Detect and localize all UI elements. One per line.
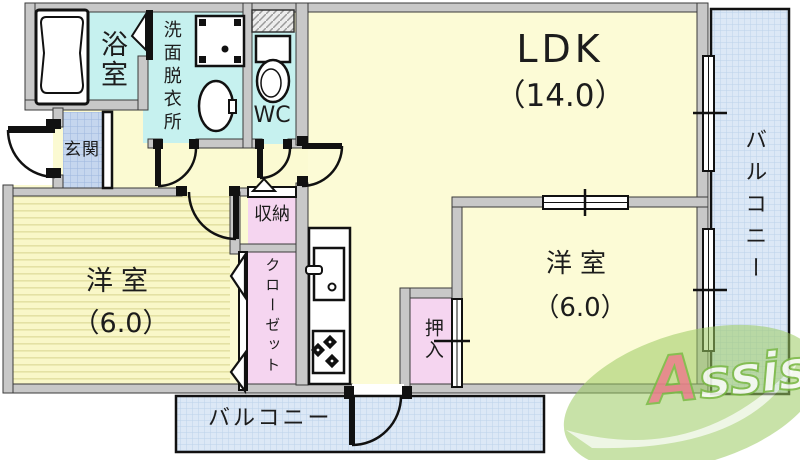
entrance-floor	[63, 112, 103, 188]
room-floors	[13, 10, 697, 388]
stove-icon	[310, 329, 346, 375]
storage-floor	[248, 196, 296, 244]
balcony-door	[344, 384, 412, 447]
bathtub-icon	[34, 8, 90, 106]
balcony-bottom-label: バルコニー	[208, 406, 333, 431]
assist-logo-leaf	[563, 324, 800, 460]
toilet-icon	[254, 34, 292, 104]
western-room-left-label: 洋室	[86, 266, 156, 297]
ldk-door	[297, 136, 344, 188]
storage-bifold-door	[247, 177, 297, 198]
sink-icon	[197, 79, 237, 133]
closet-label: クローゼット	[263, 257, 282, 377]
ldk-size-label: （14.0）	[494, 78, 626, 114]
washing-machine-icon	[194, 14, 246, 68]
storage-label: 収納	[254, 204, 290, 225]
ldk-balcony-window	[693, 55, 727, 172]
kitchen-counter-icon	[305, 226, 352, 386]
bath-label: 浴室	[96, 30, 128, 90]
washroom-door	[153, 139, 199, 188]
western-room-right-size-label: （6.0）	[533, 293, 627, 323]
ldk-floor	[308, 12, 697, 384]
closet-bifold-doors	[229, 251, 248, 395]
wc-label: WC	[253, 103, 291, 128]
ldk-label: LDK	[516, 27, 604, 71]
western-room-left-door	[176, 186, 240, 241]
futon-closet-label: 押入	[421, 318, 444, 362]
washroom-label: 洗面脱衣所	[160, 20, 182, 135]
assist-watermark-rest: ssist	[694, 334, 800, 413]
entrance-label: 玄関	[64, 140, 100, 160]
balcony-right-label: バルコニー	[741, 128, 767, 288]
western-room-right-label: 洋室	[545, 249, 614, 279]
entrance-step-cabinet	[101, 110, 114, 190]
wc-door	[255, 139, 292, 180]
western-room-left-size-label: （6.0）	[72, 308, 170, 339]
futon-closet-doors	[434, 298, 470, 388]
closet-floor	[247, 252, 296, 388]
western-room-left-floor	[13, 196, 230, 384]
entrance-door	[6, 119, 61, 179]
bath-door	[130, 10, 153, 60]
doors-windows	[6, 10, 727, 447]
balcony-bottom-area	[174, 394, 546, 454]
western-room-right-sliding-door	[542, 189, 629, 216]
assist-watermark-initial: A	[644, 340, 703, 421]
pipe-space	[251, 9, 295, 33]
